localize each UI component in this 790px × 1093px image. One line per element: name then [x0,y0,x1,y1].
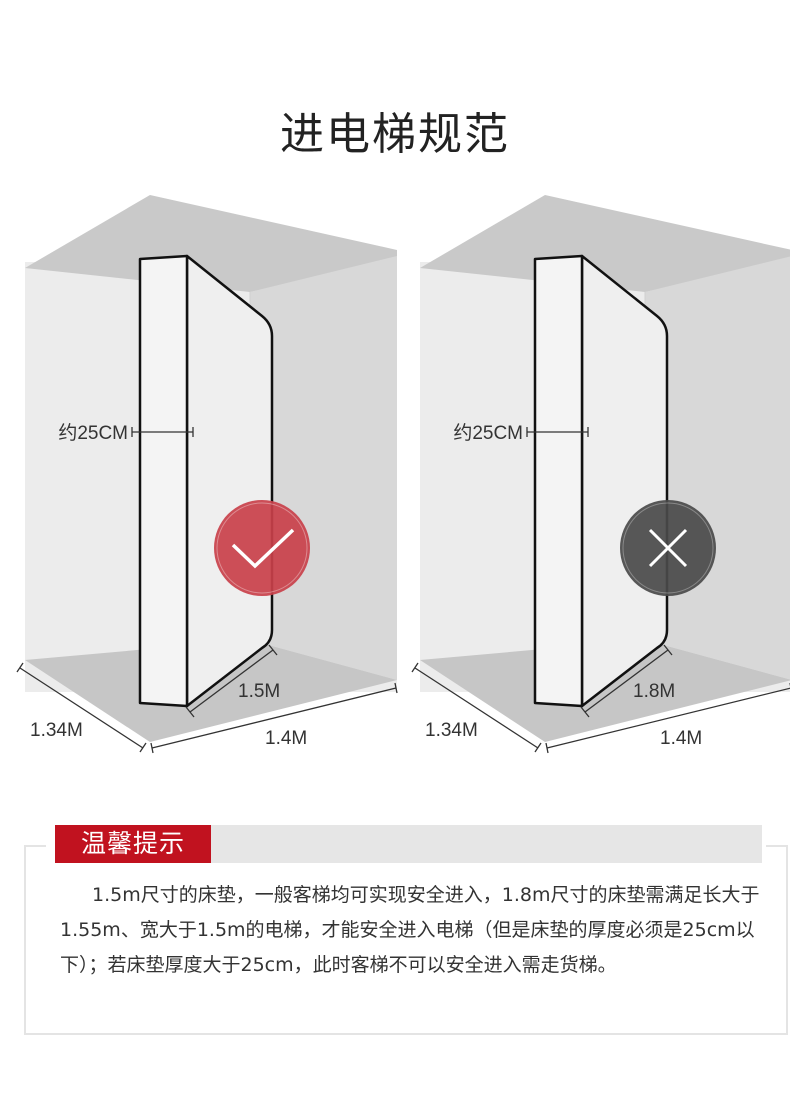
check-icon [214,500,310,596]
elevator-panel-not-ok: 约25CM 1.8M 1.34M 1.4M [411,194,790,754]
width-dimension: 1.4M [150,682,398,754]
mattress [138,254,274,708]
depth-dimension: 1.34M [16,662,147,753]
length-dimension: 1.5M [185,644,280,718]
thickness-label: 约25CM [58,422,128,444]
thickness-label: 约25CM [453,422,523,444]
mattress [533,254,669,708]
length-label: 1.8M [633,681,675,702]
tip-body: 1.5m尺寸的床垫，一般客梯均可实现安全进入，1.8m尺寸的床垫需满足长大于1.… [60,884,760,976]
tip-box [24,845,788,1035]
x-icon [620,500,716,596]
width-label: 1.4M [265,728,307,749]
depth-label: 1.34M [425,720,478,741]
tip-heading: 温馨提示 [55,825,211,863]
page-title: 进电梯规范 [280,109,510,160]
length-label: 1.5M [238,681,280,702]
width-label: 1.4M [660,728,702,749]
elevator-panel-ok: 约25CM 1.5M 1.34M 1.4M [16,194,398,754]
elevator-diagrams: 约25CM 1.5M 1.34M 1.4M [16,194,790,754]
depth-label: 1.34M [30,720,83,741]
thickness-dimension: 约25CM [58,422,194,444]
width-dimension: 1.4M [545,683,790,754]
thickness-dimension: 约25CM [453,422,589,444]
length-dimension: 1.8M [580,644,675,718]
depth-dimension: 1.34M [411,662,542,753]
